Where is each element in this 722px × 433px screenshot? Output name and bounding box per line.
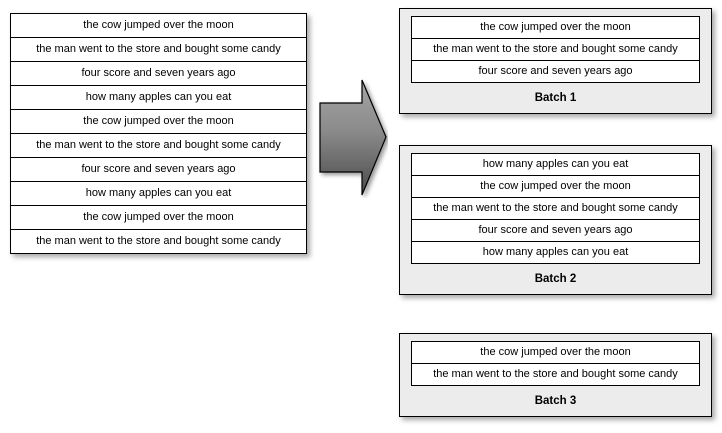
- list-item: how many apples can you eat: [11, 86, 306, 110]
- list-item: the man went to the store and bought som…: [412, 364, 699, 385]
- list-item: the cow jumped over the moon: [412, 176, 699, 198]
- batch-container-1: the cow jumped over the moon the man wen…: [399, 8, 712, 114]
- list-item: how many apples can you eat: [11, 182, 306, 206]
- list-item: how many apples can you eat: [412, 154, 699, 176]
- list-item: four score and seven years ago: [11, 62, 306, 86]
- batch-label: Batch 2: [534, 273, 577, 285]
- list-item: four score and seven years ago: [11, 158, 306, 182]
- list-item: how many apples can you eat: [412, 242, 699, 263]
- batch-sentence-table: the cow jumped over the moon the man wen…: [411, 341, 700, 386]
- list-item: the cow jumped over the moon: [11, 110, 306, 134]
- list-item: the cow jumped over the moon: [412, 342, 699, 364]
- list-item: four score and seven years ago: [412, 61, 699, 82]
- batch-sentence-table: how many apples can you eat the cow jump…: [411, 153, 700, 264]
- batch-label: Batch 1: [534, 92, 577, 104]
- batch-container-3: the cow jumped over the moon the man wen…: [399, 333, 712, 417]
- list-item: the cow jumped over the moon: [11, 14, 306, 38]
- batch-label: Batch 3: [534, 395, 577, 407]
- batch-container-2: how many apples can you eat the cow jump…: [399, 145, 712, 295]
- list-item: the cow jumped over the moon: [412, 17, 699, 39]
- unbatched-sentence-list: the cow jumped over the moon the man wen…: [10, 13, 307, 254]
- list-item: the man went to the store and bought som…: [11, 38, 306, 62]
- batch-sentence-table: the cow jumped over the moon the man wen…: [411, 16, 700, 83]
- right-block-arrow-icon: [319, 79, 387, 196]
- list-item: the man went to the store and bought som…: [412, 39, 699, 61]
- list-item: four score and seven years ago: [412, 220, 699, 242]
- list-item: the man went to the store and bought som…: [11, 134, 306, 158]
- list-item: the man went to the store and bought som…: [412, 198, 699, 220]
- list-item: the man went to the store and bought som…: [11, 230, 306, 253]
- list-item: the cow jumped over the moon: [11, 206, 306, 230]
